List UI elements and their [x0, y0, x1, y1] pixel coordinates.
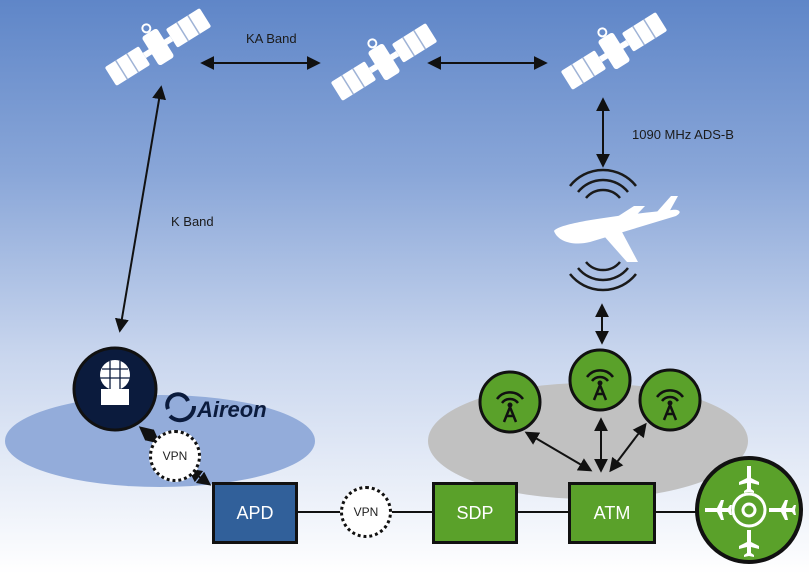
k-band-link [114, 85, 167, 333]
satellite-icon [551, 0, 672, 97]
radio-tower-icon [638, 368, 702, 432]
aireon-swoosh-icon [165, 392, 197, 423]
apd-box: APD [212, 482, 298, 544]
aircraft-icon [554, 196, 680, 262]
satellite-icon [95, 0, 216, 93]
adsb-label: 1090 MHz ADS-B [632, 127, 734, 142]
tower-left-atm-link [524, 431, 593, 472]
radio-tower-icon [568, 348, 632, 412]
ground-station-icon [72, 346, 158, 432]
atm-box: ATM [568, 482, 656, 544]
radio-waves [569, 168, 637, 292]
vpn-node-lower: VPN [340, 486, 392, 538]
vpn-node-upper: VPN [149, 430, 201, 482]
sdp-box: SDP [432, 482, 518, 544]
aireon-brand: Aireon [197, 397, 267, 422]
radio-tower-icon [478, 370, 542, 434]
satellite-icon [321, 9, 442, 108]
tower-right-atm-link [609, 422, 647, 473]
k-band-label: K Band [171, 214, 214, 229]
airport-icon [695, 456, 803, 564]
ka-band-label: KA Band [246, 31, 297, 46]
